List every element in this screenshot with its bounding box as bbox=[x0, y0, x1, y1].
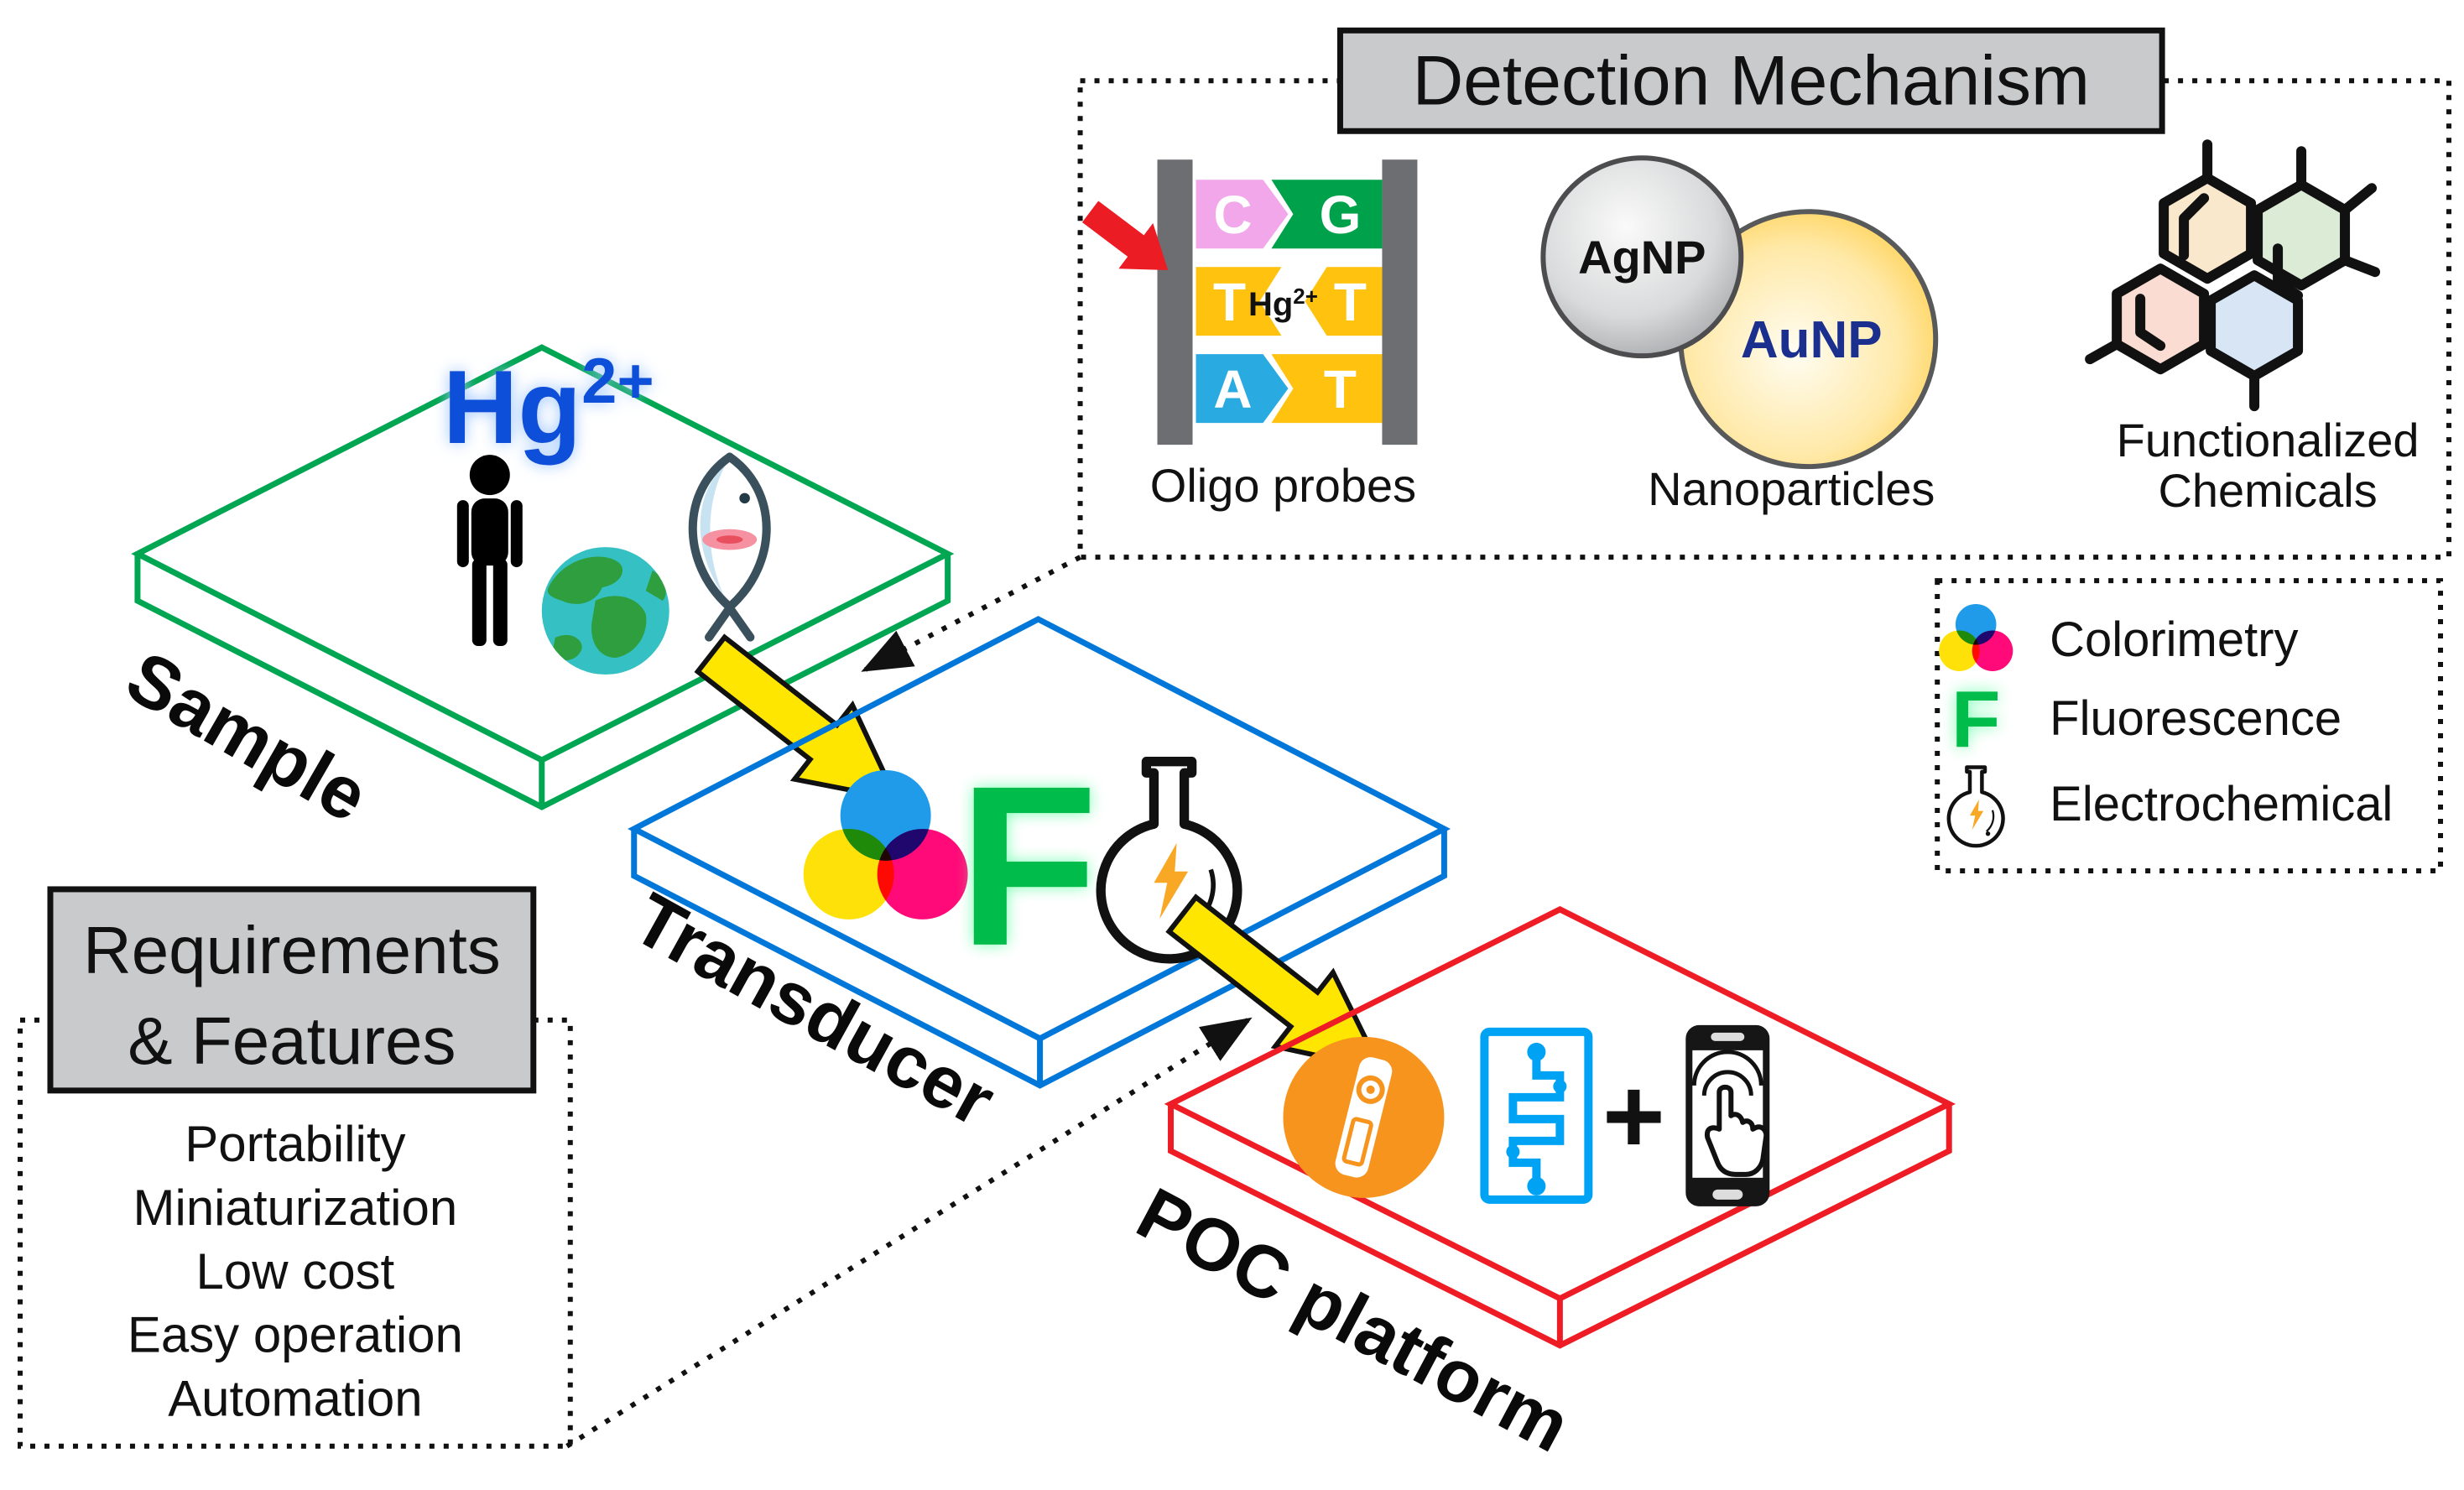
requirements-title-box bbox=[47, 886, 537, 1094]
agnp-circle-icon bbox=[1540, 155, 1744, 359]
base-t-bottom-letter: T bbox=[1324, 359, 1357, 419]
base-g-letter: G bbox=[1320, 185, 1362, 245]
hg-analyte-label: Hg2+ bbox=[443, 346, 654, 466]
base-t-bottom-arrow-icon bbox=[1271, 354, 1383, 424]
plus-sign: + bbox=[1602, 1056, 1665, 1176]
requirement-item-miniaturization: Miniaturization bbox=[133, 1180, 458, 1236]
base-t-left-letter: T bbox=[1213, 272, 1246, 332]
requirements-title-line1: Requirements bbox=[83, 913, 501, 987]
functionalized-label-line2: Chemicals bbox=[2158, 464, 2377, 517]
person-icon bbox=[456, 455, 523, 647]
requirements-panel: Requirements & Features Portability Mini… bbox=[17, 886, 573, 1449]
hexagon-green-icon bbox=[2253, 180, 2351, 291]
earth-icon bbox=[541, 547, 669, 675]
base-t-left-arrow-icon bbox=[1196, 267, 1282, 336]
red-pointer-arrow-icon bbox=[1081, 201, 1169, 271]
functionalized-label-line1: Functionalized bbox=[2117, 414, 2420, 466]
functionalized-chemicals-icon bbox=[2085, 139, 2381, 412]
base-a-letter: A bbox=[1213, 359, 1252, 419]
probe-bar-left-icon bbox=[1157, 159, 1193, 445]
fish-icon bbox=[688, 452, 771, 642]
legend-colorimetry-label: Colorimetry bbox=[2050, 613, 2298, 667]
poc-platform-outline bbox=[1164, 906, 1956, 1349]
base-t-right-letter: T bbox=[1334, 272, 1367, 332]
legend-dotted-border bbox=[1935, 578, 2444, 873]
aunp-label: AuNP bbox=[1741, 311, 1883, 369]
base-t-right-arrow-icon bbox=[1305, 267, 1383, 336]
connector-detection-to-transducer bbox=[861, 555, 1081, 672]
base-c-arrow-icon bbox=[1196, 180, 1289, 249]
legend-electrochemical-label: Electrochemical bbox=[2050, 778, 2393, 831]
nanoparticles-icon: AgNP AuNP bbox=[1540, 155, 1939, 470]
detection-title: Detection Mechanism bbox=[1413, 40, 2090, 119]
tap-gesture-icon bbox=[1691, 1050, 1769, 1177]
bond-sticks bbox=[2085, 139, 2381, 412]
nanoparticles-label: Nanoparticles bbox=[1648, 462, 1935, 515]
transducer-platform-outline bbox=[628, 616, 1451, 1089]
hexagon-beige-icon bbox=[2159, 173, 2257, 284]
base-g-arrow-icon bbox=[1271, 180, 1383, 249]
oligo-probes-label: Oligo probes bbox=[1150, 459, 1416, 512]
agnp-label: AgNP bbox=[1578, 231, 1706, 284]
fluorescence-icon: F bbox=[1951, 675, 2001, 764]
detection-title-box bbox=[1336, 27, 2165, 134]
requirement-item-easy-operation: Easy operation bbox=[128, 1307, 463, 1363]
oligo-hg-label: Hg2+ bbox=[1248, 284, 1318, 323]
smartphone-tap-icon bbox=[1685, 1024, 1770, 1206]
lateral-flow-cassette-icon bbox=[1283, 1036, 1445, 1198]
requirement-item-automation: Automation bbox=[168, 1371, 422, 1427]
microfluidic-chip-icon bbox=[1480, 1027, 1593, 1204]
probe-bar-right-icon bbox=[1382, 159, 1418, 445]
hexagon-pink-icon bbox=[2112, 263, 2210, 375]
requirements-title-line2: & Features bbox=[128, 1003, 456, 1078]
sample-platform-outline bbox=[131, 344, 955, 810]
inner-bonds bbox=[2135, 193, 2304, 352]
legend-panel: Colorimetry F Fluorescence Electrochemic… bbox=[1935, 578, 2444, 873]
legend-fluorescence-label: Fluorescence bbox=[2050, 692, 2342, 746]
oligo-probes-icon: C G T T A T Hg2+ bbox=[1081, 159, 1418, 445]
requirement-item-portability: Portability bbox=[185, 1116, 405, 1172]
base-a-arrow-icon bbox=[1196, 354, 1289, 424]
base-c-letter: C bbox=[1213, 185, 1252, 245]
detection-mechanism-panel: Detection Mechanism C G T T A T Hg2+ Oli… bbox=[1077, 27, 2452, 560]
fluorescence-f-icon: F bbox=[959, 738, 1098, 993]
requirement-item-low-cost: Low cost bbox=[196, 1243, 395, 1300]
